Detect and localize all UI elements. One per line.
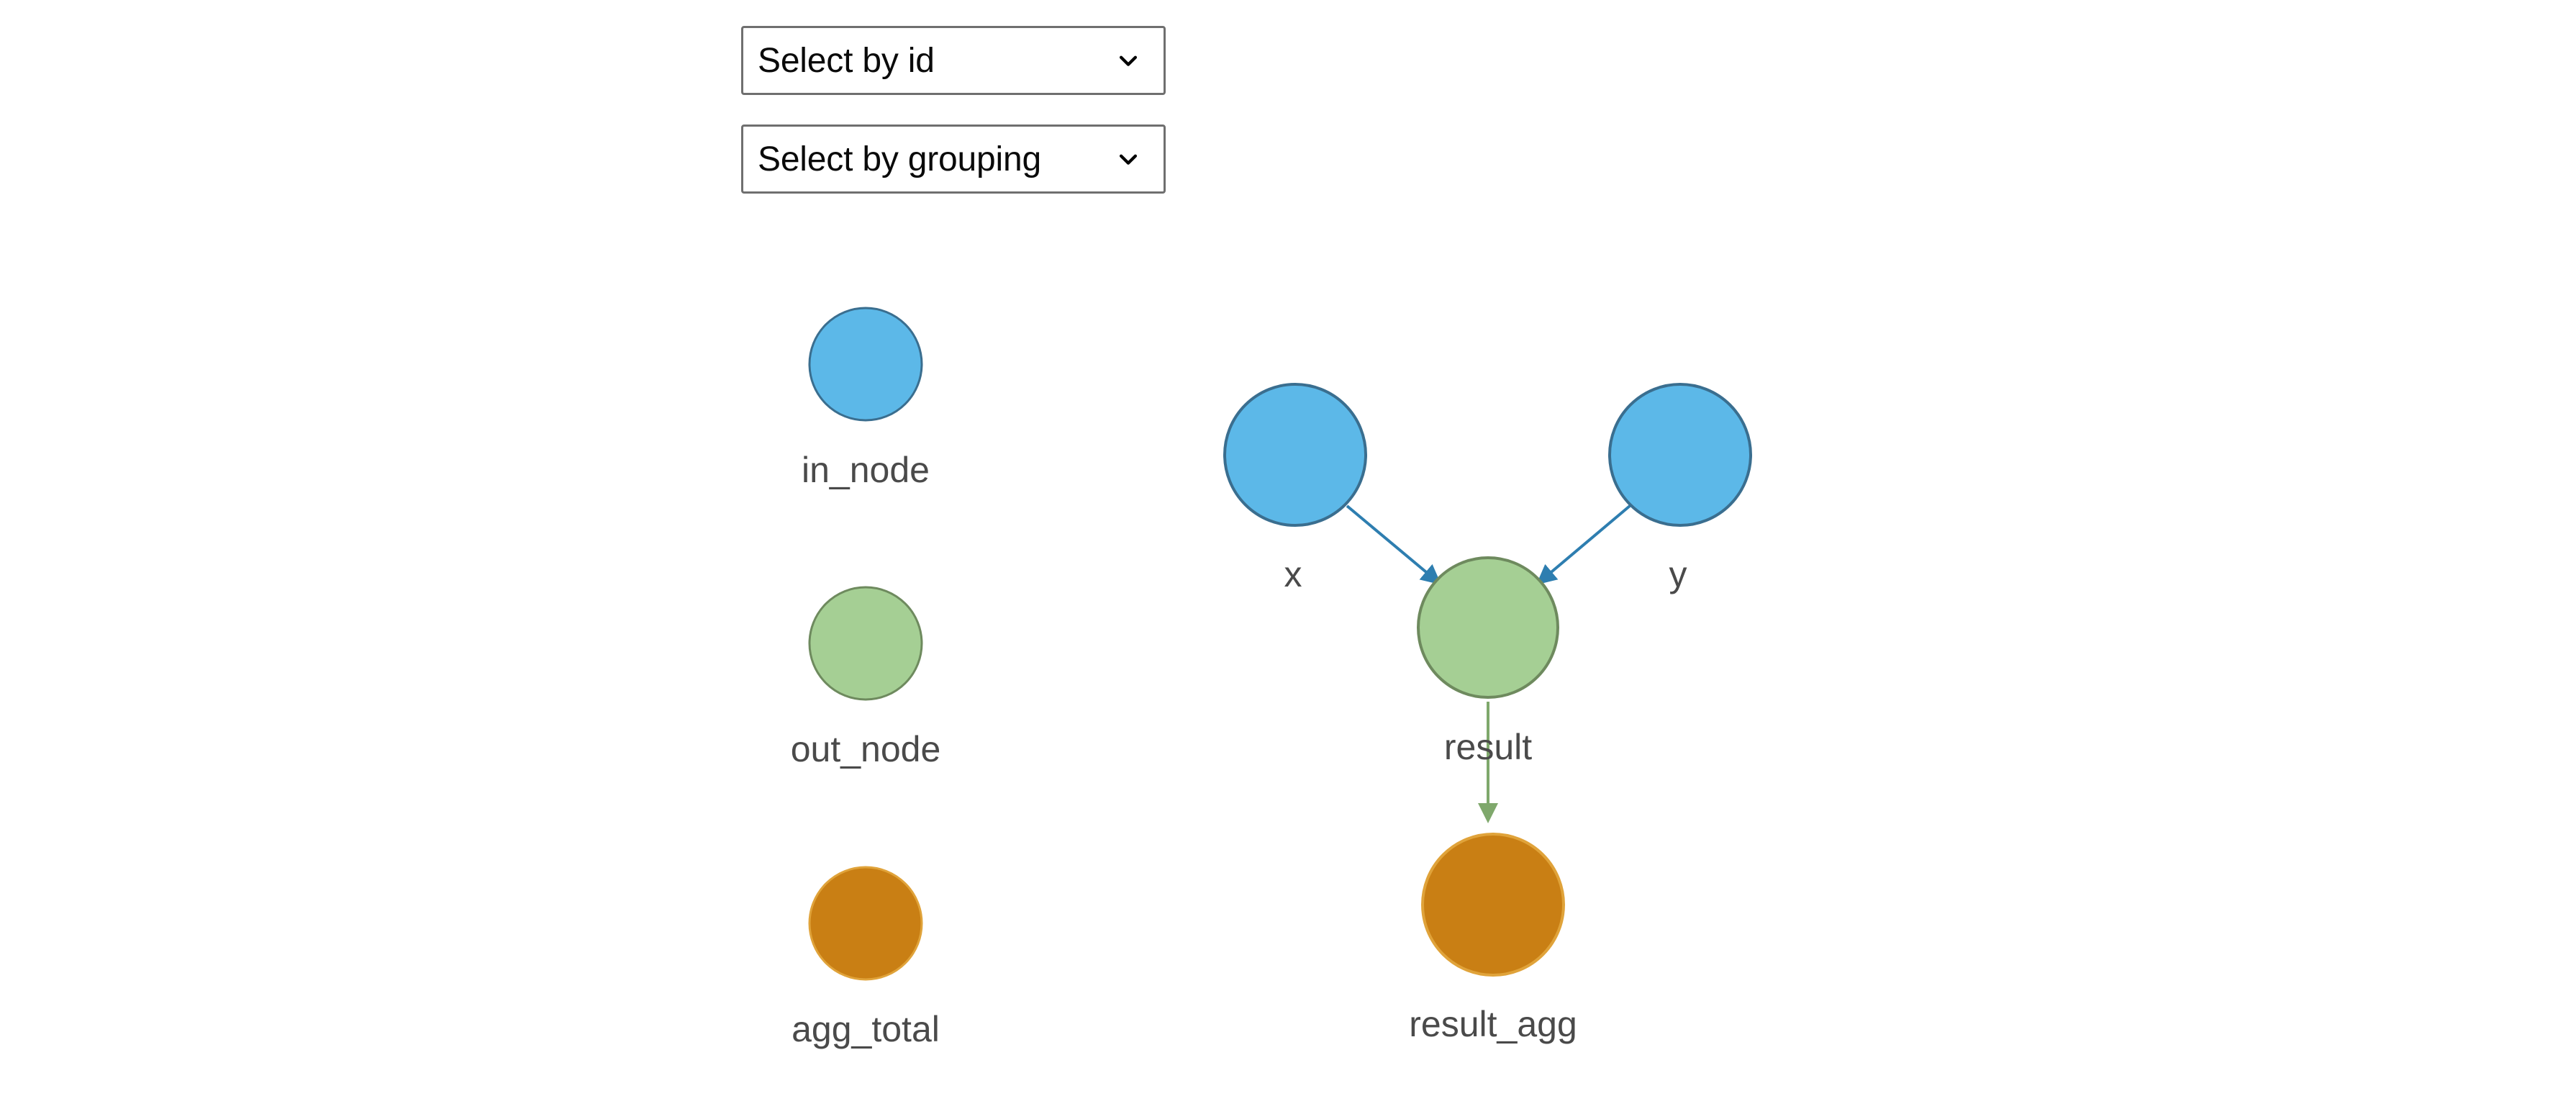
edge-y-to-result[interactable] — [1536, 504, 1631, 585]
select-by-id-dropdown[interactable]: Select by id — [741, 26, 1166, 95]
legend: in_node out_node agg_total — [791, 307, 941, 1049]
node-x[interactable]: x — [1223, 383, 1367, 594]
legend-label-out-node: out_node — [791, 729, 941, 769]
legend-item-out-node[interactable]: out_node — [791, 586, 941, 769]
select-by-id-value: Select by id — [758, 41, 935, 80]
node-result[interactable]: result — [1417, 556, 1559, 767]
legend-swatch-in-node[interactable] — [808, 307, 923, 422]
chevron-down-icon[interactable] — [1116, 147, 1140, 171]
legend-label-in-node: in_node — [802, 450, 930, 490]
node-result-agg[interactable]: result_agg — [1409, 833, 1577, 1044]
legend-item-agg-total[interactable]: agg_total — [792, 866, 940, 1049]
select-by-grouping-dropdown[interactable]: Select by grouping — [741, 125, 1166, 194]
controls-panel: Select by id Select by grouping — [741, 26, 1166, 194]
node-label-result: result — [1444, 727, 1532, 767]
node-label-result-agg: result_agg — [1409, 1004, 1577, 1044]
chevron-down-icon[interactable] — [1116, 48, 1140, 73]
graph-edges — [1346, 504, 1631, 823]
node-y[interactable]: y — [1608, 383, 1752, 594]
node-circle-x[interactable] — [1223, 383, 1367, 527]
node-circle-result[interactable] — [1417, 556, 1559, 699]
legend-label-agg-total: agg_total — [792, 1009, 940, 1049]
node-circle-result-agg[interactable] — [1421, 833, 1565, 977]
graph-nodes: x y result result_agg — [1223, 383, 1752, 1044]
select-by-grouping-value: Select by grouping — [758, 140, 1041, 178]
node-label-y: y — [1669, 554, 1687, 594]
edge-x-to-result[interactable] — [1346, 504, 1442, 585]
legend-item-in-node[interactable]: in_node — [802, 307, 930, 490]
node-circle-y[interactable] — [1608, 383, 1752, 527]
node-label-x: x — [1284, 554, 1302, 594]
legend-swatch-agg-total[interactable] — [808, 866, 923, 981]
legend-swatch-out-node[interactable] — [808, 586, 923, 701]
